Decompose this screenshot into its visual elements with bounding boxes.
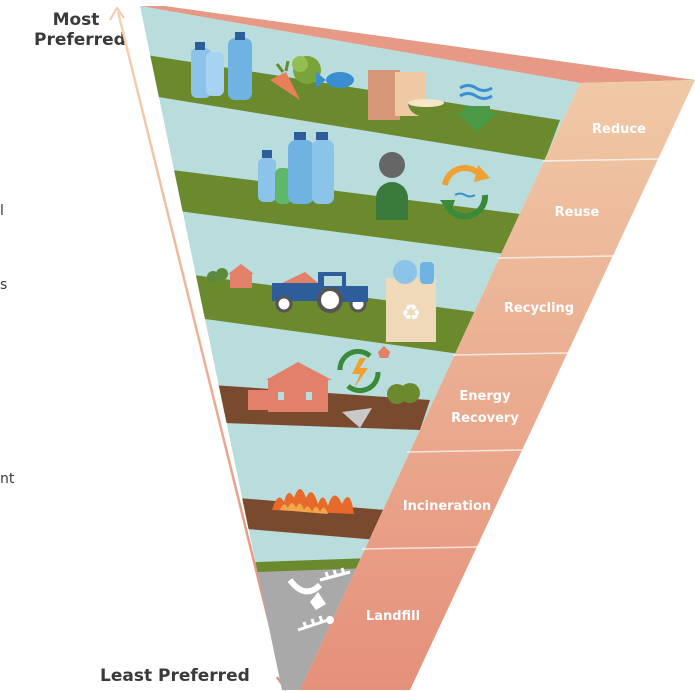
lettuce-icon xyxy=(292,56,321,84)
bowl-icon xyxy=(408,99,444,117)
cropped-text-3: nt xyxy=(0,471,15,487)
recycling-bin-icon: ♻ xyxy=(386,260,436,342)
tier-label-incineration: Incineration xyxy=(403,499,491,514)
reduce-illustrations xyxy=(191,32,498,132)
least-preferred-label: Least Preferred xyxy=(100,666,250,686)
tier-label-reduce: Reduce xyxy=(592,122,646,137)
tier-side-face xyxy=(300,80,695,690)
tractor-icon xyxy=(272,272,368,313)
most-preferred-line2: Preferred xyxy=(34,30,126,50)
bottles-reuse-icon xyxy=(258,132,334,204)
waste-pile-icon xyxy=(342,408,372,428)
food-boxes-icon xyxy=(368,70,425,120)
incineration-illustrations xyxy=(272,489,354,514)
carrot-icon xyxy=(270,60,300,100)
tier-label-recycling: Recycling xyxy=(504,301,574,316)
most-preferred-line1: Most xyxy=(52,10,100,30)
landfill-illustrations xyxy=(287,567,351,632)
recycling-illustrations: ♻ xyxy=(207,260,436,342)
energy-recovery-illustrations xyxy=(248,346,420,428)
person-icon xyxy=(376,152,408,220)
cropped-text-1: l xyxy=(0,203,4,219)
tier-label-reuse: Reuse xyxy=(555,205,600,220)
fish-icon xyxy=(316,72,354,88)
energy-cycle-icon xyxy=(337,346,390,394)
tier-label-energy-recovery-line2: Recovery xyxy=(451,411,519,426)
factory-icon xyxy=(248,362,332,412)
fish-bones-icon xyxy=(287,567,351,632)
farmhouse-icon xyxy=(207,264,254,288)
water-down-arrow-icon xyxy=(456,84,498,132)
most-preferred-label: Most Preferred xyxy=(34,10,126,50)
svg-text:♻: ♻ xyxy=(401,301,421,326)
cropped-text-2: s xyxy=(0,277,8,293)
trees-icon xyxy=(387,383,420,418)
reuse-cycle-icon xyxy=(440,164,490,220)
pyramid-top-face xyxy=(140,6,695,83)
fire-icon xyxy=(272,489,354,514)
tier-labels: Reduce Reuse Recycling Energy Recovery I… xyxy=(366,122,646,624)
water-bottles-icon xyxy=(191,32,252,100)
reuse-ground xyxy=(140,166,520,254)
tier-label-energy-recovery-line1: Energy xyxy=(459,389,511,404)
reuse-illustrations xyxy=(258,132,490,220)
tier-label-landfill: Landfill xyxy=(366,609,420,624)
